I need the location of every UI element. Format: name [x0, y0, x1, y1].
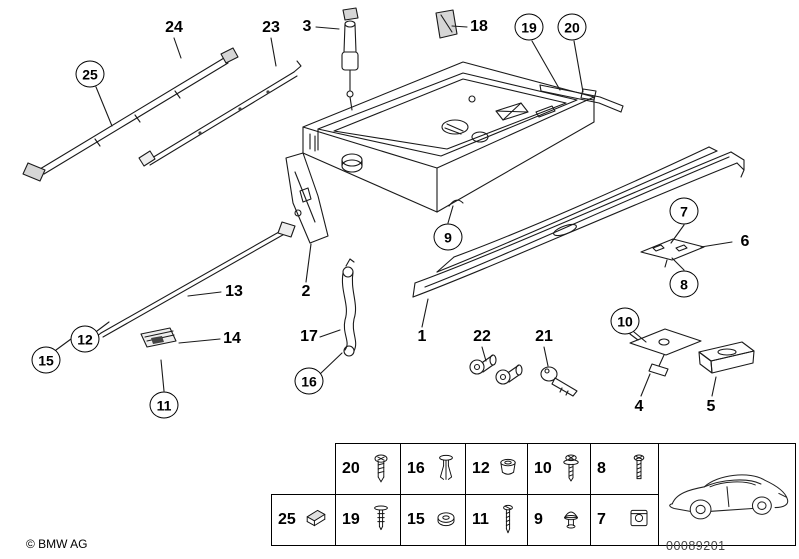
callout-4[interactable]: 4 — [634, 398, 644, 415]
callout-3[interactable]: 3 — [302, 18, 312, 35]
legend-cell-7[interactable]: 7 — [590, 494, 659, 546]
legend-cell-9[interactable]: 9 — [527, 494, 591, 546]
callout-13[interactable]: 13 — [225, 283, 243, 300]
car-icon — [669, 474, 789, 520]
hinge-bracket-drawing — [629, 328, 702, 377]
callout-21[interactable]: 21 — [535, 328, 553, 345]
legend-number-25: 25 — [278, 511, 296, 528]
long-screw-icon — [503, 504, 513, 534]
callout-25[interactable]: 25 — [75, 60, 105, 88]
callout-9[interactable]: 9 — [433, 223, 463, 251]
legend-number-11: 11 — [472, 511, 489, 528]
legend-number-10: 10 — [534, 460, 552, 477]
legend-cell-15[interactable]: 15 — [400, 494, 466, 546]
legend-cell-10[interactable]: 10 — [527, 443, 591, 495]
callout-20[interactable]: 20 — [557, 13, 587, 41]
leader-lines — [55, 25, 733, 397]
rail-23-drawing — [138, 60, 302, 167]
callout-12[interactable]: 12 — [70, 325, 100, 353]
glovebox-housing-drawing — [302, 61, 595, 213]
push-pin-icon — [374, 505, 388, 531]
callout-19[interactable]: 19 — [514, 13, 544, 41]
callout-8[interactable]: 8 — [669, 270, 699, 298]
expansion-rivet-icon — [439, 454, 453, 480]
document-number: 00089201 — [666, 539, 726, 553]
key-drawing — [540, 366, 578, 397]
legend-number-20: 20 — [342, 460, 360, 477]
legend-cell-19[interactable]: 19 — [335, 494, 401, 546]
legend-cell-25[interactable]: 25 — [271, 494, 336, 546]
sheet-metal-nut-icon — [630, 509, 648, 527]
legend-cell-12[interactable]: 12 — [465, 443, 528, 495]
callout-6[interactable]: 6 — [740, 233, 750, 250]
legend-number-12: 12 — [472, 460, 490, 477]
rail-24-drawing — [22, 47, 239, 182]
screw-with-washer-icon — [563, 454, 579, 482]
callout-1[interactable]: 1 — [417, 328, 427, 345]
callout-18[interactable]: 18 — [470, 18, 488, 35]
callout-2[interactable]: 2 — [301, 283, 311, 300]
callout-14[interactable]: 14 — [223, 330, 241, 347]
legend-cell-20[interactable]: 20 — [335, 443, 401, 495]
support-bracket-drawing — [285, 152, 329, 244]
legend-number-7: 7 — [597, 511, 606, 528]
legend-number-15: 15 — [407, 511, 425, 528]
legend-cell-8[interactable]: 8 — [590, 443, 659, 495]
mounting-bracket-6-drawing — [640, 238, 705, 268]
bracket-18-drawing — [435, 9, 458, 39]
callout-23[interactable]: 23 — [262, 19, 280, 36]
legend-blank-cell — [271, 443, 336, 495]
callout-5[interactable]: 5 — [706, 398, 716, 415]
lock-cylinders-drawing — [469, 354, 523, 385]
check-strap-drawing — [341, 258, 357, 357]
legend-number-19: 19 — [342, 511, 360, 528]
grommet-nut-icon — [500, 458, 516, 475]
callout-17[interactable]: 17 — [300, 328, 318, 345]
cover-clip-icon — [306, 509, 326, 527]
legend-number-9: 9 — [534, 511, 543, 528]
callout-24[interactable]: 24 — [165, 19, 183, 36]
callout-16[interactable]: 16 — [294, 367, 324, 395]
lock-latch-drawing — [698, 341, 755, 374]
legend-number-16: 16 — [407, 460, 425, 477]
callout-11[interactable]: 11 — [149, 391, 179, 419]
callout-22[interactable]: 22 — [473, 328, 491, 345]
callout-15[interactable]: 15 — [31, 346, 61, 374]
copyright-text: © BMW AG — [26, 537, 88, 551]
expanding-plug-icon — [564, 511, 578, 529]
car-thumbnail-cell — [658, 443, 796, 546]
legend-cell-11[interactable]: 11 — [465, 494, 528, 546]
pushrod-drawing — [90, 221, 296, 343]
tapping-screw-icon — [633, 454, 645, 480]
washer-icon — [437, 512, 455, 527]
callout-10[interactable]: 10 — [610, 307, 640, 335]
fastener-legend: 20 16 — [271, 443, 796, 546]
slide-clip-drawing — [140, 327, 177, 348]
legend-number-8: 8 — [597, 460, 606, 477]
callout-7[interactable]: 7 — [669, 197, 699, 225]
pan-head-screw-icon — [374, 454, 388, 483]
damper-strut-drawing — [341, 7, 359, 111]
legend-cell-16[interactable]: 16 — [400, 443, 466, 495]
glovebox-lid-drawing — [412, 146, 745, 298]
